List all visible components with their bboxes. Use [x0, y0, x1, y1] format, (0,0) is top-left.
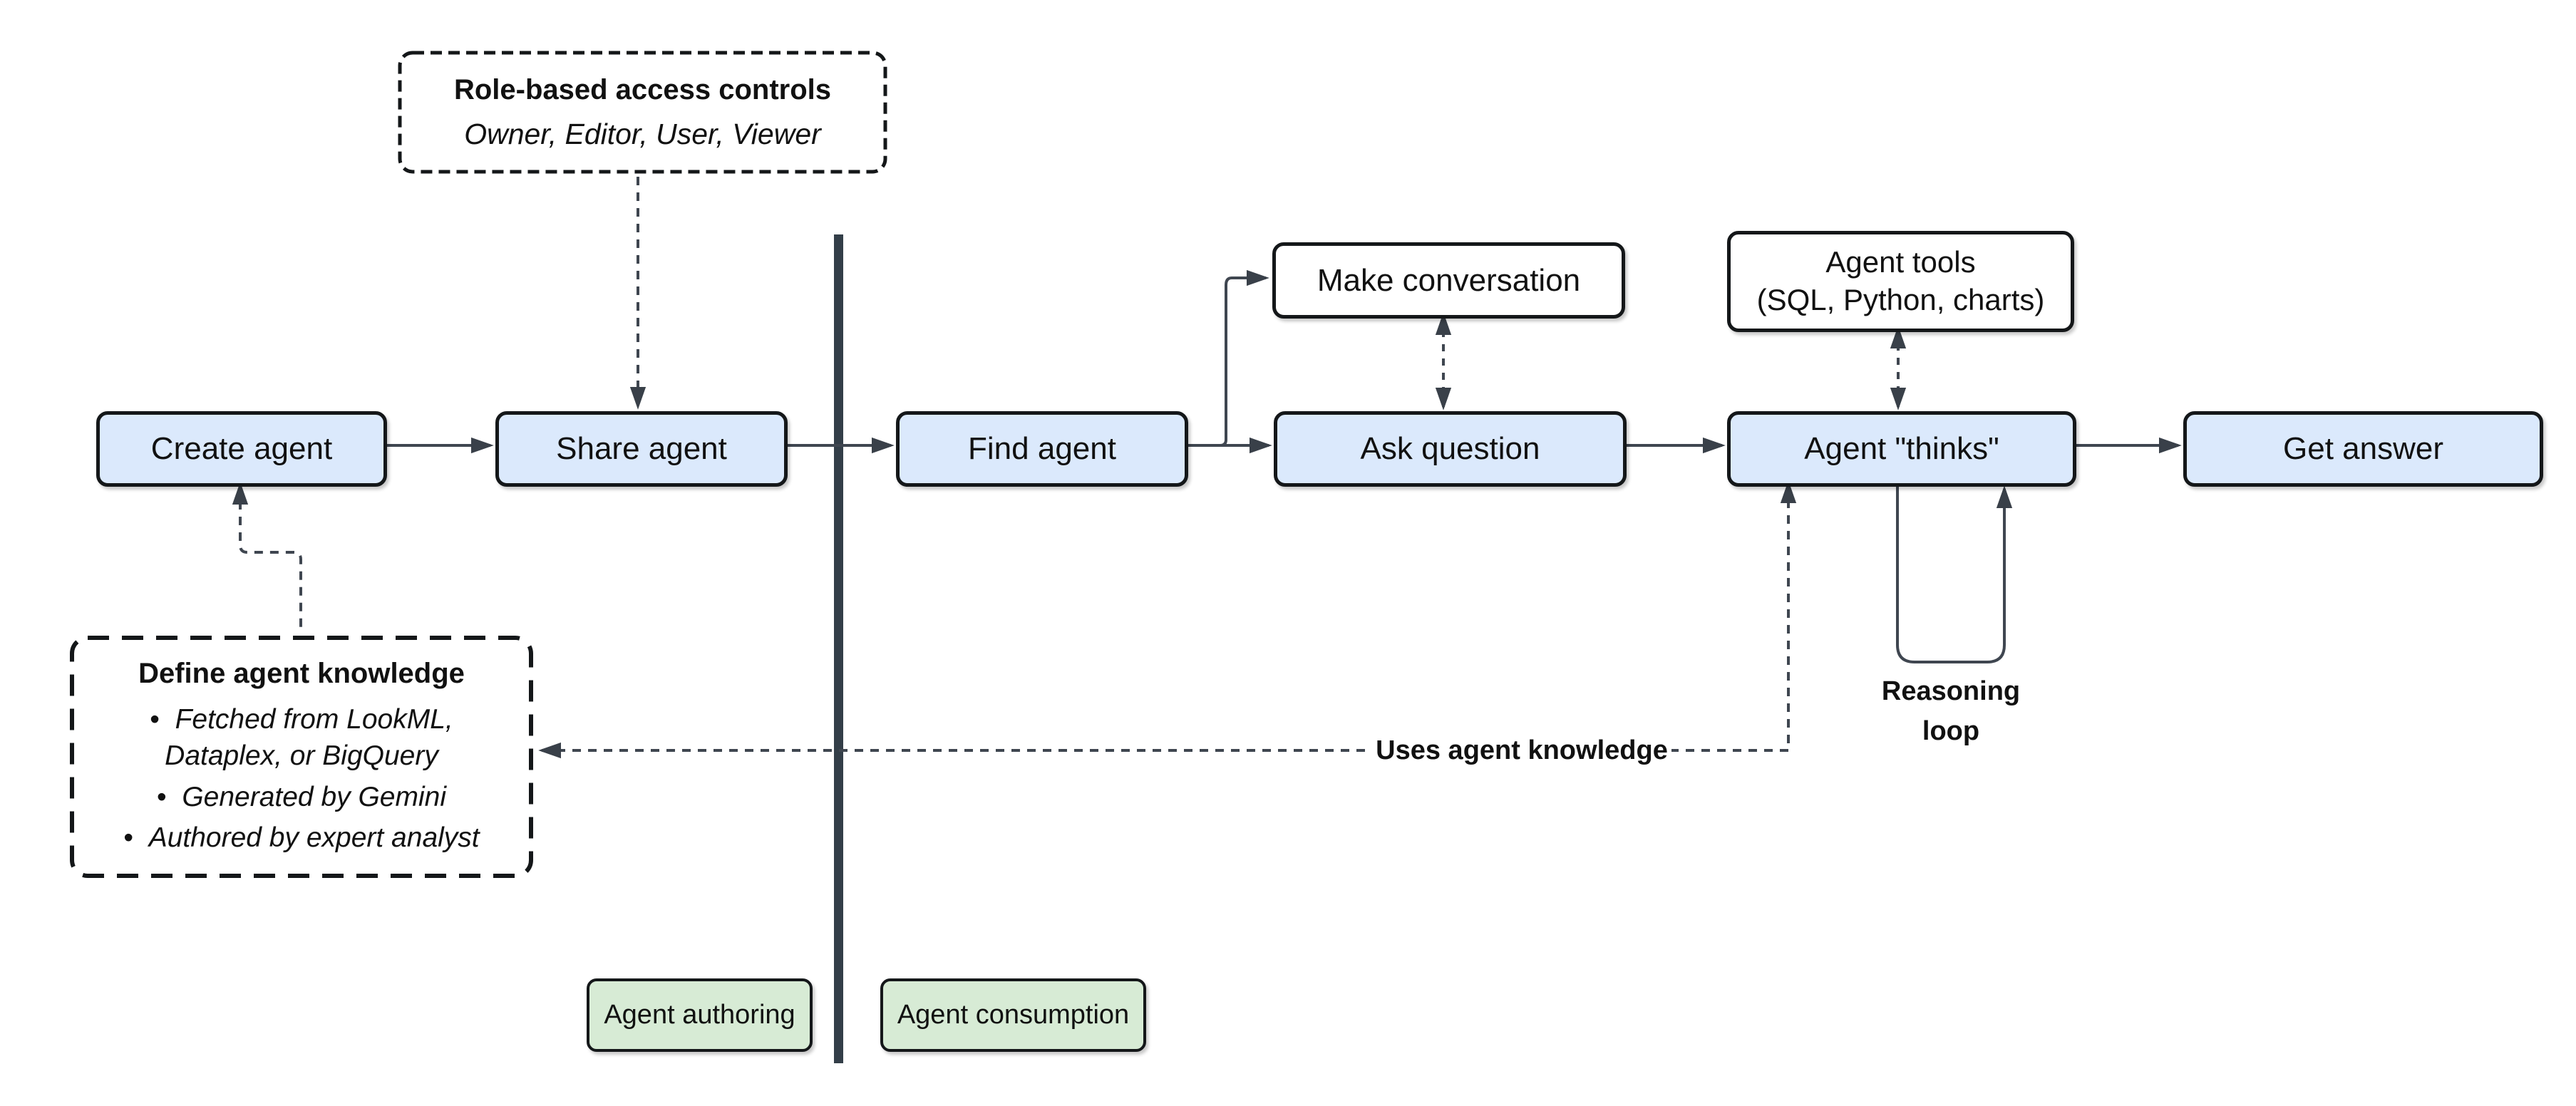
node-agent-tools: Agent tools (SQL, Python, charts) — [1727, 231, 2074, 332]
note-define-knowledge-title: Define agent knowledge — [138, 657, 465, 689]
node-share-agent: Share agent — [495, 411, 788, 487]
node-agent-thinks-label: Agent "thinks" — [1804, 431, 1999, 466]
node-agent-thinks: Agent "thinks" — [1727, 411, 2076, 487]
node-make-conversation: Make conversation — [1272, 242, 1625, 319]
note-role-access-subtitle: Owner, Editor, User, Viewer — [464, 117, 821, 150]
role-access-note-border — [398, 51, 887, 174]
legend-agent-authoring: Agent authoring — [587, 978, 813, 1052]
node-create-agent-label: Create agent — [150, 431, 333, 466]
connector-reasoning-loop — [1896, 480, 2013, 663]
node-ask-question: Ask question — [1274, 411, 1627, 487]
legend-agent-consumption-label: Agent consumption — [897, 1000, 1130, 1030]
connector-find-to-make-conversation — [1220, 269, 1269, 447]
note-role-access: Role-based access controls Owner, Editor… — [400, 53, 885, 172]
uses-agent-knowledge-label: Uses agent knowledge — [1372, 731, 1671, 770]
node-ask-question-label: Ask question — [1360, 431, 1540, 466]
legend-agent-authoring-label: Agent authoring — [604, 1000, 795, 1030]
node-agent-tools-label-line1: Agent tools — [1825, 245, 1976, 279]
node-make-conversation-label: Make conversation — [1317, 262, 1581, 298]
node-share-agent-label: Share agent — [556, 431, 727, 466]
node-agent-tools-label-line2: (SQL, Python, charts) — [1756, 283, 2045, 316]
section-divider — [834, 234, 843, 1063]
node-create-agent: Create agent — [96, 411, 387, 487]
connector-knowledge-to-create — [232, 482, 302, 633]
reasoning-loop-label: Reasoning loop — [1833, 671, 2068, 751]
reasoning-loop-label-line1: Reasoning — [1881, 676, 2021, 706]
note-role-access-title: Role-based access controls — [453, 73, 832, 105]
knowledge-bullet-sources: Fetched from LookML, Dataplex, or BigQue… — [88, 701, 515, 775]
node-find-agent: Find agent — [896, 411, 1188, 487]
knowledge-bullet-analyst: Authored by expert analyst — [123, 820, 480, 856]
node-get-answer: Get answer — [2183, 411, 2543, 487]
legend-agent-consumption: Agent consumption — [880, 978, 1146, 1052]
reasoning-loop-label-line2: loop — [1922, 716, 1980, 746]
connector-uses-agent-knowledge — [538, 480, 1797, 759]
knowledge-bullet-gemini: Generated by Gemini — [157, 779, 446, 815]
node-get-answer-label: Get answer — [2283, 431, 2443, 466]
note-define-knowledge: Define agent knowledge Fetched from Look… — [72, 638, 531, 876]
node-find-agent-label: Find agent — [968, 431, 1116, 466]
